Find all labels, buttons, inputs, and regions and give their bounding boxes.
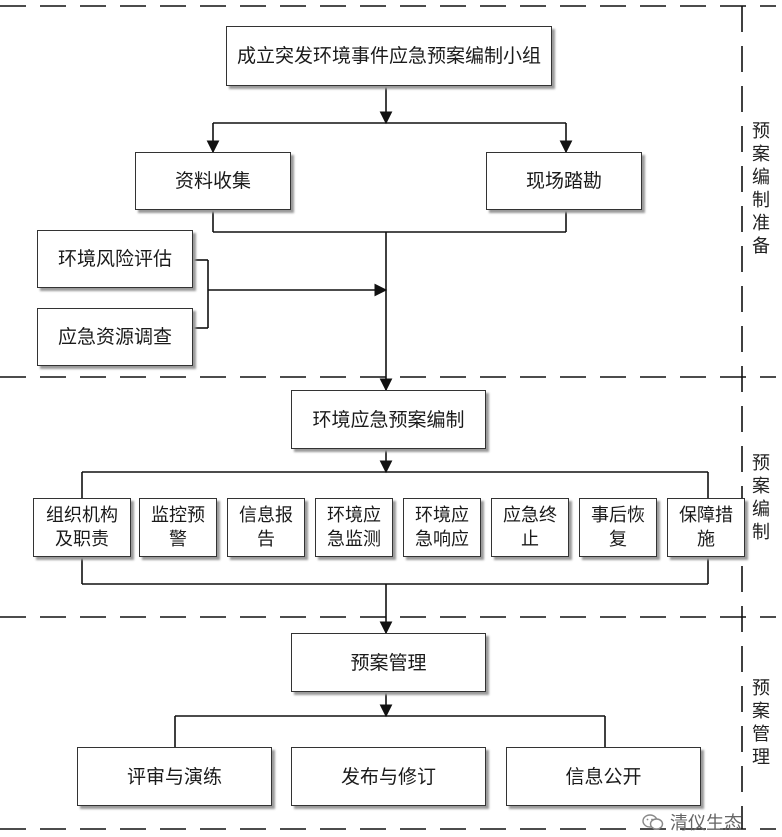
- stage-char: 准: [752, 213, 770, 234]
- stage-label-manage: 预 案 管 理: [749, 677, 773, 769]
- item-line: 信息报: [239, 504, 293, 526]
- info-disclosure-box: 信息公开: [506, 747, 701, 806]
- resource-survey-box: 应急资源调查: [37, 308, 193, 366]
- item-box: 环境应急响应: [403, 498, 481, 557]
- form-team-box: 成立突发环境事件应急预案编制小组: [226, 26, 552, 86]
- risk-assessment-box: 环境风险评估: [37, 230, 193, 288]
- plan-compile-box: 环境应急预案编制: [291, 390, 486, 449]
- item-line: 告: [257, 528, 275, 550]
- stage-char: 制: [752, 190, 770, 211]
- stage-char: 编: [752, 167, 770, 188]
- stage-char: 预: [752, 453, 770, 474]
- plan-manage-box: 预案管理: [291, 633, 486, 692]
- publish-revise-box: 发布与修订: [291, 747, 486, 806]
- item-line: 环境应: [327, 504, 381, 526]
- stage-char: 制: [752, 522, 770, 543]
- stage-char: 案: [752, 144, 770, 165]
- item-line: 保障措: [679, 504, 733, 526]
- watermark-text: 清仪生态: [670, 813, 742, 834]
- item-line: 施: [697, 528, 715, 550]
- stage-char: 案: [752, 476, 770, 497]
- stage-char: 预: [752, 678, 770, 699]
- item-box: 监控预警: [139, 498, 217, 557]
- item-box: 信息报告: [227, 498, 305, 557]
- item-line: 组织机构: [46, 504, 118, 526]
- item-line: 应急终: [503, 504, 557, 526]
- wechat-icon: [642, 814, 664, 830]
- stage-char: 备: [752, 236, 770, 257]
- site-survey-box: 现场踏勘: [486, 152, 642, 210]
- stage-char: 理: [752, 747, 770, 768]
- stage-label-compile: 预 案 编 制: [749, 452, 773, 544]
- data-collection-box: 资料收集: [135, 152, 291, 210]
- item-line: 及职责: [55, 528, 109, 550]
- stage-label-prep: 预 案 编 制 准 备: [749, 120, 773, 258]
- item-line: 事后恢: [591, 504, 645, 526]
- item-line: 复: [609, 528, 627, 550]
- stage-char: 预: [752, 121, 770, 142]
- stage-char: 编: [752, 499, 770, 520]
- item-line: 急响应: [415, 528, 469, 550]
- watermark: 清仪生态: [642, 808, 742, 836]
- stage-char: 案: [752, 701, 770, 722]
- item-box: 组织机构及职责: [33, 498, 131, 557]
- review-drill-box: 评审与演练: [77, 747, 272, 806]
- item-line: 止: [521, 528, 539, 550]
- item-line: 监控预: [151, 504, 205, 526]
- stage-char: 管: [752, 724, 770, 745]
- item-box: 环境应急监测: [315, 498, 393, 557]
- item-line: 警: [169, 528, 187, 550]
- item-line: 环境应: [415, 504, 469, 526]
- item-box: 事后恢复: [579, 498, 657, 557]
- item-box: 保障措施: [667, 498, 745, 557]
- item-box: 应急终止: [491, 498, 569, 557]
- item-line: 急监测: [327, 528, 381, 550]
